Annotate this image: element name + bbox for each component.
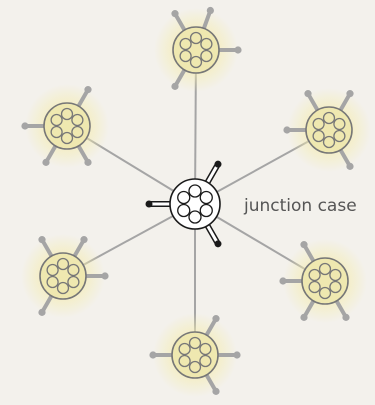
hub-port-hole: [188, 210, 202, 224]
port-hole: [312, 117, 325, 131]
hub-port-hole: [177, 203, 191, 218]
port-hole: [67, 275, 80, 289]
node-upper-right: [283, 88, 371, 172]
connector-prong: [83, 272, 109, 280]
port-hole: [71, 113, 84, 127]
connector-prong: [38, 293, 54, 316]
port-hole: [178, 354, 191, 368]
port-hole: [60, 107, 74, 121]
port-hole: [318, 286, 332, 300]
port-hole: [46, 263, 59, 277]
port-hole: [312, 129, 325, 143]
connector-prong: [76, 143, 92, 166]
connector-prong: [38, 236, 54, 259]
port-hole: [46, 275, 59, 289]
port-hole: [318, 262, 332, 276]
port-hole: [71, 125, 84, 139]
port-hole: [199, 342, 212, 356]
connector-prong: [300, 241, 316, 264]
hub-port-hole: [199, 203, 213, 218]
connector-prong: [21, 122, 47, 130]
connector-prong: [76, 86, 92, 109]
node-lower-left: [21, 234, 109, 318]
connector-prong: [72, 236, 88, 259]
port-hole: [333, 117, 346, 131]
port-hole: [329, 280, 342, 294]
node-upper-left: [21, 84, 109, 168]
node-top: [154, 6, 242, 92]
nodes: [21, 6, 371, 397]
port-hole: [178, 342, 191, 356]
port-hole: [179, 37, 192, 51]
connector-prong: [204, 315, 220, 338]
connector-prong: [204, 372, 220, 395]
connector-prong: [338, 147, 354, 170]
connector-prong: [304, 90, 320, 113]
hub-port-hole: [177, 190, 191, 205]
connector-prong: [338, 90, 354, 113]
port-hole: [56, 281, 70, 295]
port-hole: [50, 125, 63, 139]
connector-prong: [171, 10, 187, 33]
hub-connector-prong: [203, 160, 222, 188]
port-hole: [329, 268, 342, 282]
port-hole: [322, 135, 336, 149]
node-bottom: [149, 313, 241, 397]
port-hole: [189, 55, 203, 69]
junction-case-label: junction case: [244, 196, 357, 216]
connector-prong: [300, 298, 316, 321]
hub-port-hole: [199, 190, 213, 205]
port-hole: [322, 111, 336, 125]
connector-prong: [279, 277, 305, 285]
junction-case-hub: [145, 160, 222, 248]
port-hole: [179, 49, 192, 63]
port-hole: [200, 37, 213, 51]
connector-prong: [171, 67, 187, 90]
port-hole: [308, 280, 321, 294]
connector-prong: [283, 126, 309, 134]
connector-prong: [149, 351, 175, 359]
hub-port-hole: [188, 184, 202, 198]
connector-prong: [215, 351, 241, 359]
port-hole: [189, 31, 203, 45]
port-hole: [188, 336, 202, 350]
port-hole: [60, 131, 74, 145]
connector-prong: [201, 6, 214, 32]
connector-prong: [42, 143, 58, 166]
hub-connector-prong: [203, 220, 222, 248]
port-hole: [56, 257, 70, 271]
port-hole: [308, 268, 321, 282]
port-hole: [188, 360, 202, 374]
connector-prong: [334, 298, 350, 321]
hub-connector-prong: [145, 200, 176, 208]
port-hole: [200, 49, 213, 63]
port-hole: [67, 263, 80, 277]
port-hole: [199, 354, 212, 368]
port-hole: [333, 129, 346, 143]
connector-prong: [216, 46, 242, 54]
node-lower-right: [279, 239, 367, 323]
port-hole: [50, 113, 63, 127]
